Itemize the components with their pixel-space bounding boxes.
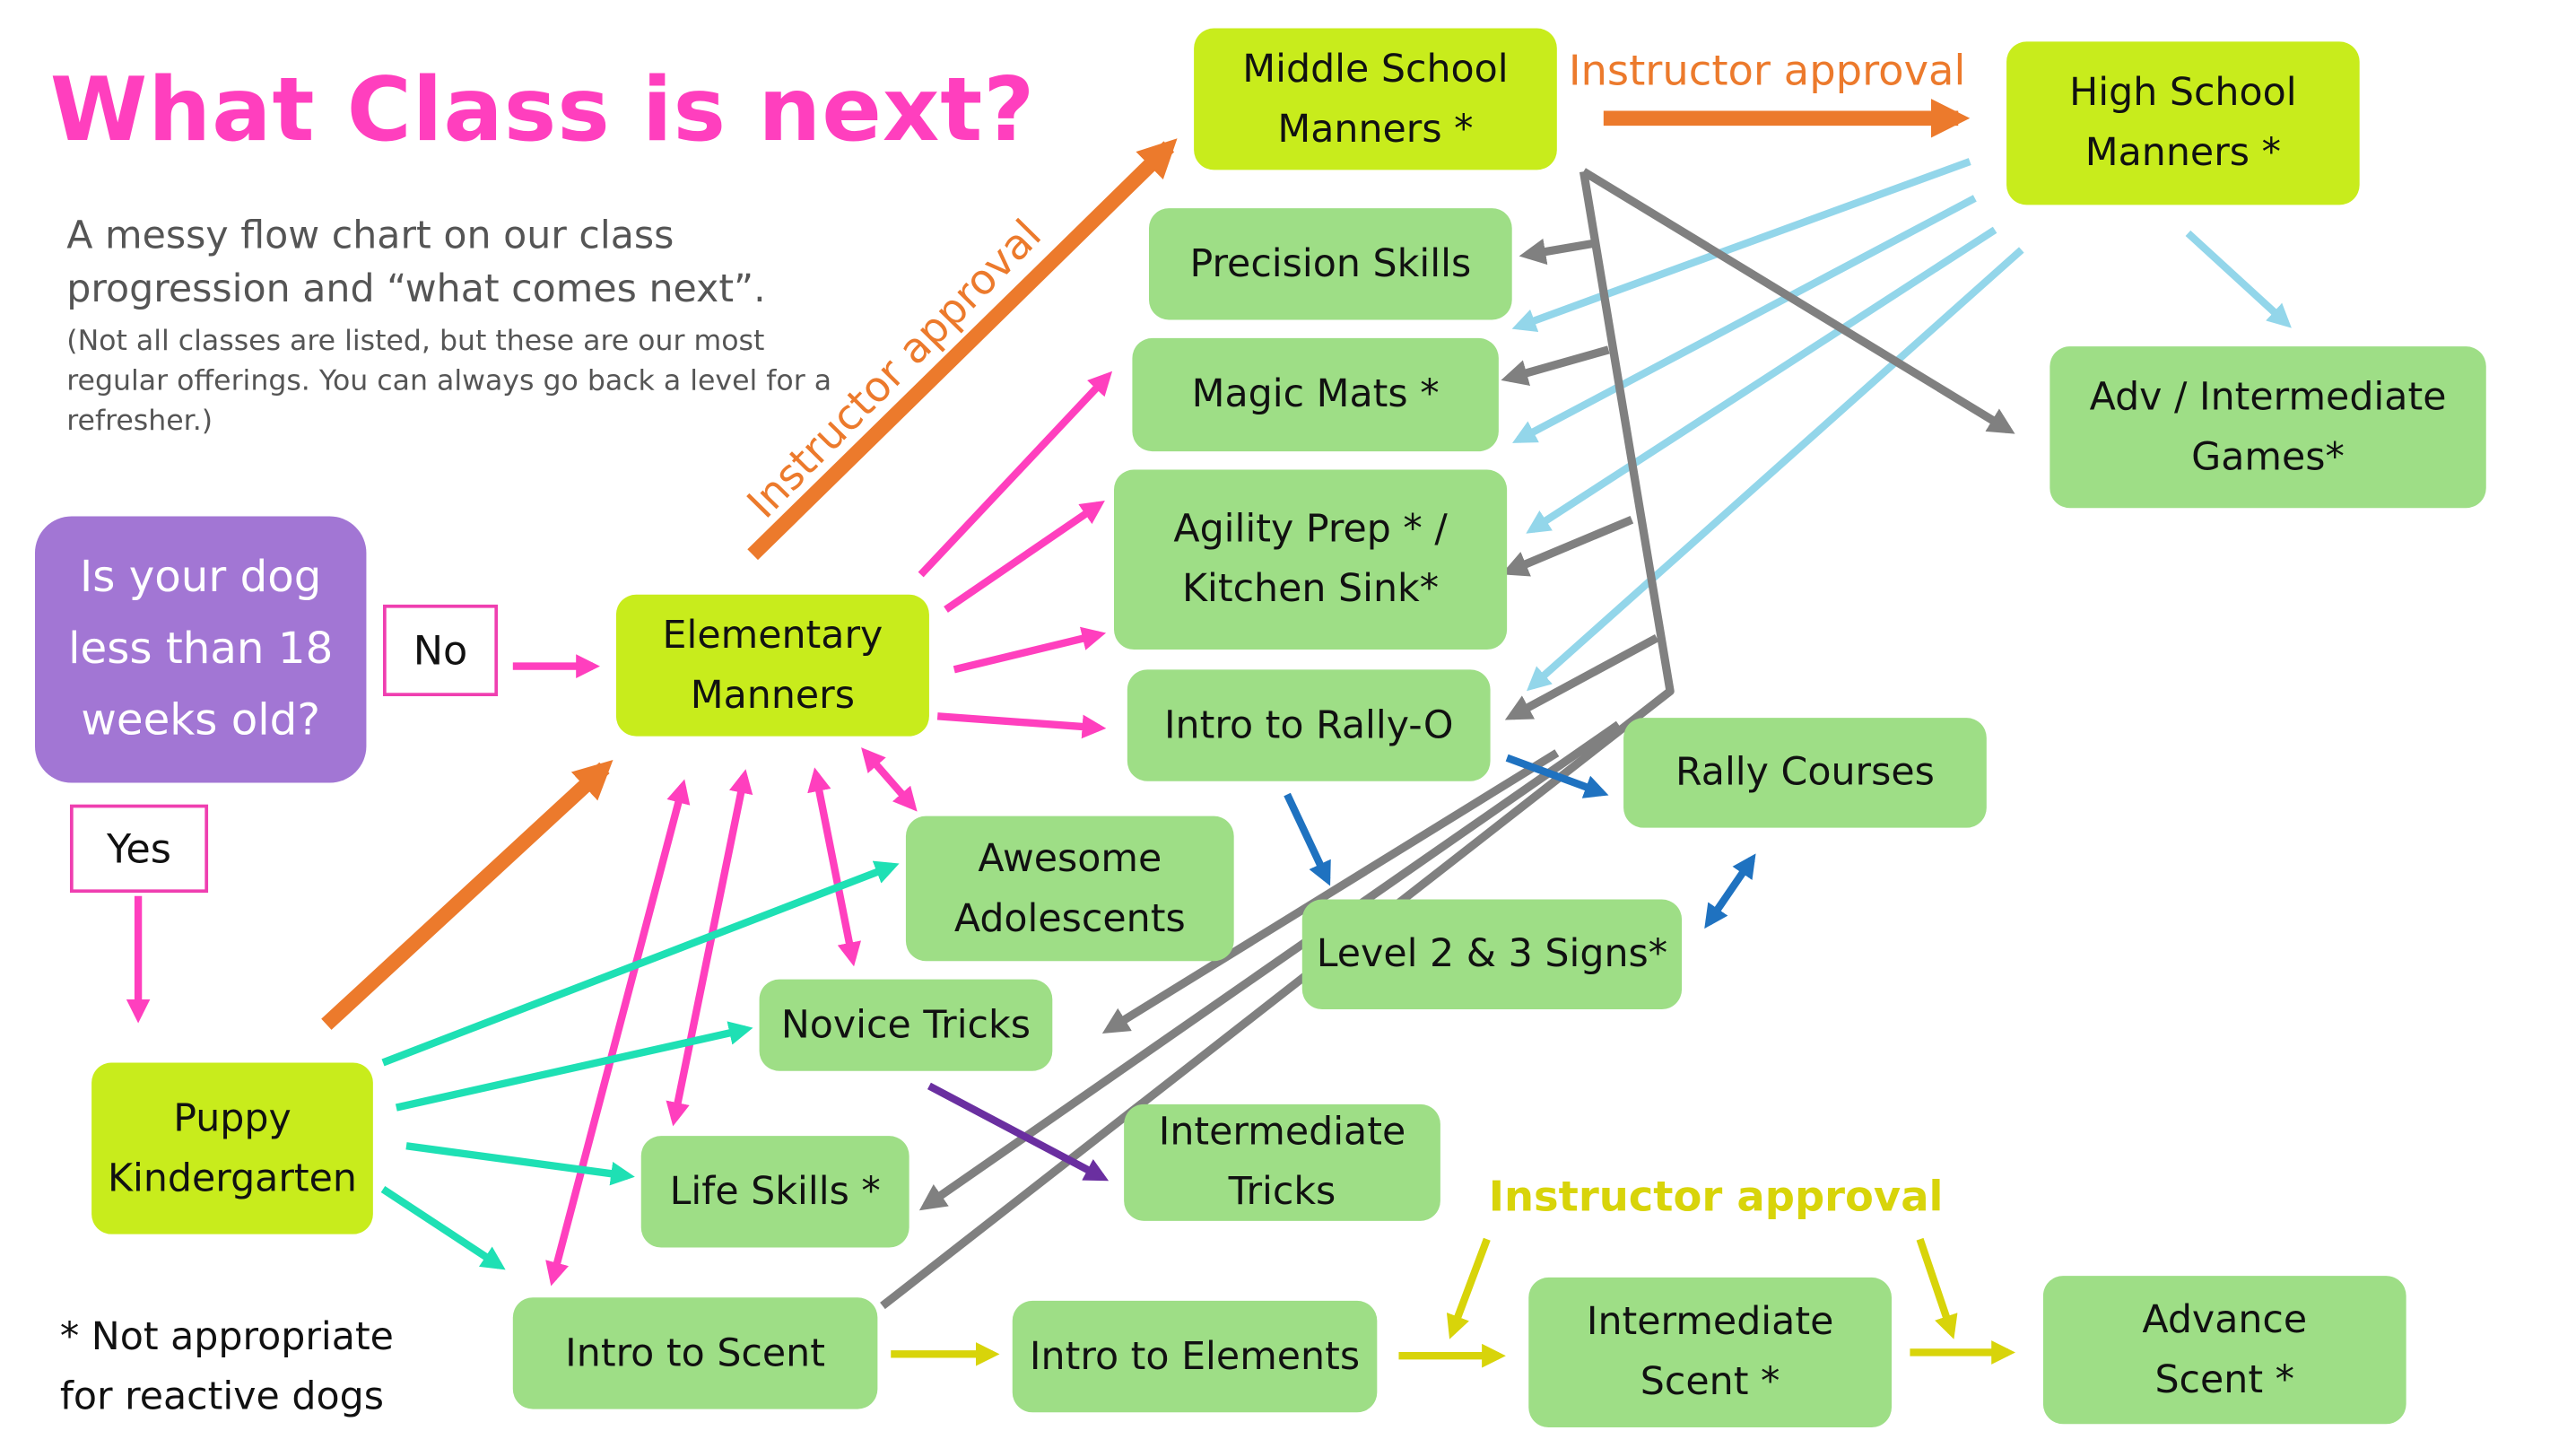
arrow-elementary-to-magic-mats: [918, 371, 1113, 578]
arrow-puppy-to-intro-scent: [380, 1186, 506, 1270]
box-precision-skills: Precision Skills: [1148, 208, 1512, 320]
arrow-puppy-to-awesome: [381, 860, 900, 1067]
note: (Not all classes are listed, but these a…: [66, 325, 832, 439]
arrow-spine-to-precision: [1519, 238, 1597, 266]
arrow-high-to-magic-mats: [1512, 195, 1977, 443]
arrow-rally-intro-to-courses: [1505, 754, 1609, 798]
box-adv-intermediate-games: Adv / Intermediate Games*: [2049, 346, 2486, 509]
gray-spine: [880, 170, 1675, 1310]
box-intro-to-elements: Intro to Elements: [1012, 1300, 1378, 1413]
arrow-elementary-to-rally-intro: [936, 712, 1107, 739]
box-life-skills: Life Skills *: [640, 1136, 909, 1248]
box-novice-tricks: Novice Tricks: [759, 979, 1053, 1071]
box-high-school-manners: High School Manners *: [2006, 41, 2360, 205]
arrow-high-to-agility: [1526, 226, 1997, 534]
subtitle: A messy flow chart on our class progress…: [66, 214, 766, 312]
question-box: Is your dog less than 18 weeks old?: [34, 516, 367, 783]
answer-yes: Yes: [69, 804, 209, 894]
arrow-spine-to-life-skills: [918, 720, 1622, 1211]
arrow-level23-courses: [1704, 853, 1756, 929]
box-puppy-kindergarten: Puppy Kindergarten: [91, 1062, 373, 1234]
answer-no: No: [382, 604, 499, 697]
footnote: * Not appropriate for reactive dogs: [59, 1315, 394, 1419]
arrow-spine-to-rally-intro: [1504, 633, 1659, 720]
arrow-elementary-awesome: [861, 747, 918, 812]
arrow-elementary-to-agility: [944, 500, 1105, 613]
arrow-approval-right: [1916, 1237, 1958, 1339]
arrow-approval-left: [1446, 1237, 1491, 1339]
box-awesome-adolescents: Awesome Adolescents: [905, 816, 1234, 962]
page-title: What Class is next?: [49, 59, 1036, 162]
arrow-novice-to-int-tricks: [927, 1082, 1110, 1182]
box-advance-scent: Advance Scent *: [2042, 1276, 2406, 1425]
arrow-spine-to-magic-mats: [1501, 345, 1610, 387]
arrow-elementary-to-agility-2: [953, 626, 1107, 674]
box-intermediate-scent: Intermediate Scent *: [1528, 1277, 1892, 1428]
arrow-middle-to-adv-games: [1581, 168, 2015, 434]
box-magic-mats: Magic Mats *: [1132, 337, 1499, 452]
arrow-high-to-precision: [1511, 158, 1971, 333]
box-agility-prep: Agility Prep * / Kitchen Sink*: [1113, 469, 1508, 650]
arrow-spine-to-novice-tricks: [1101, 749, 1560, 1034]
arrow-puppy-to-novice: [395, 1021, 753, 1112]
box-level-2-3-signs: Level 2 & 3 Signs*: [1301, 899, 1683, 1010]
box-rally-courses: Rally Courses: [1623, 718, 1987, 828]
arrow-elementary-intro-scent: [545, 779, 691, 1287]
arrow-high-to-rally-intro: [1526, 247, 2024, 692]
arrow-rally-intro-to-level23: [1284, 792, 1331, 886]
arrow-high-to-adv-games: [2185, 230, 2292, 328]
arrow-elementary-novice: [807, 767, 862, 967]
box-elementary-manners: Elementary Manners: [615, 594, 929, 737]
arrow-puppy-to-elementary: [321, 760, 614, 1030]
arrow-spine-to-agility: [1501, 515, 1634, 577]
box-intermediate-tricks: Intermediate Tricks: [1124, 1103, 1440, 1221]
arrow-puppy-to-life-skills: [405, 1142, 635, 1186]
arrow-elementary-to-middle-school: [747, 138, 1178, 561]
approval-label-scent: Instructor approval: [1488, 1172, 1944, 1221]
approval-label-top: Instructor approval: [1568, 46, 1966, 95]
box-intro-to-scent: Intro to Scent: [512, 1297, 878, 1409]
box-middle-school-manners: Middle School Manners *: [1194, 28, 1557, 170]
box-intro-rally-o: Intro to Rally-O: [1127, 669, 1491, 781]
